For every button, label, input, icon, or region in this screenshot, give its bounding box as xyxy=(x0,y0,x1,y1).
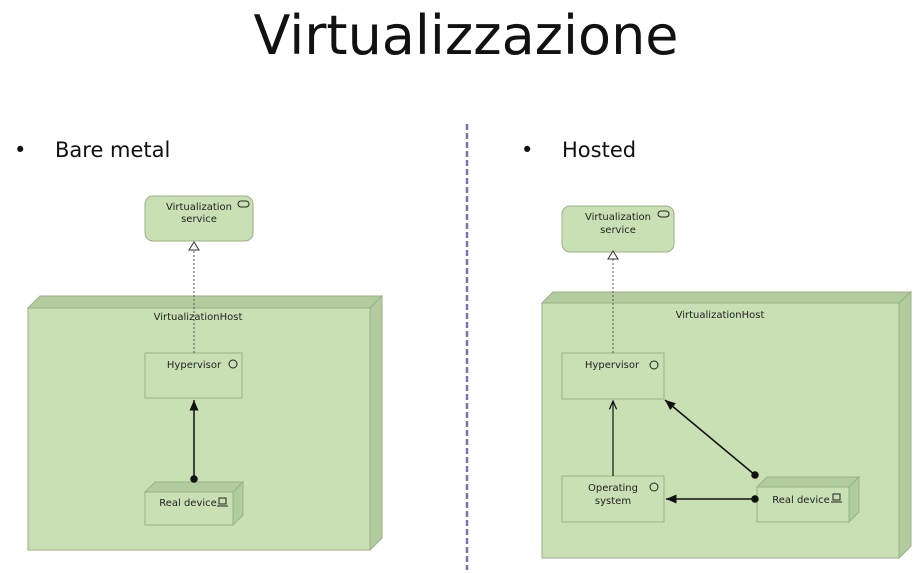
device-label: Real device xyxy=(772,495,830,506)
os-label-line1: Operating xyxy=(588,483,638,494)
device-label: Real device xyxy=(159,498,217,509)
service-label-line1: Virtualization xyxy=(585,212,651,223)
realization-arrowhead xyxy=(607,250,619,260)
bare-metal-diagram: VirtualizationHost Virtualization servic… xyxy=(26,195,384,552)
hypervisor-box: Hypervisor xyxy=(144,352,243,399)
bullet-dot: • xyxy=(14,138,27,162)
realization-arrowhead xyxy=(188,241,200,251)
bullet-label: Hosted xyxy=(562,138,637,162)
device-icon xyxy=(217,497,228,507)
virtualization-service: Virtualization service xyxy=(144,195,254,242)
hypervisor-label: Hypervisor xyxy=(167,360,222,371)
bullet-label: Bare metal xyxy=(55,138,171,162)
service-icon xyxy=(657,210,670,218)
host-label: VirtualizationHost xyxy=(676,310,765,321)
hypervisor-box: Hypervisor xyxy=(561,352,665,400)
service-label-line2: service xyxy=(600,225,636,236)
system-software-icon xyxy=(649,360,659,370)
os-label-line2: system xyxy=(595,496,631,507)
real-device-node: Real device xyxy=(755,475,861,524)
virtualization-service: Virtualization service xyxy=(561,205,675,253)
assignment-arrow-hypervisor xyxy=(664,399,759,479)
service-label-line2: service xyxy=(181,214,217,225)
service-label-line1: Virtualization xyxy=(166,202,232,213)
real-device-node: Real device xyxy=(143,480,245,527)
host-label: VirtualizationHost xyxy=(154,312,243,323)
system-software-icon xyxy=(228,359,238,369)
bullet-dot: • xyxy=(521,138,534,162)
service-icon xyxy=(237,200,250,208)
slide-title: Virtualizzazione xyxy=(253,4,679,67)
operating-system-box: Operating system xyxy=(561,475,665,523)
device-icon xyxy=(831,493,842,503)
hypervisor-label: Hypervisor xyxy=(585,360,640,371)
system-software-icon xyxy=(649,482,659,492)
hosted-diagram: VirtualizationHost Virtualization servic… xyxy=(540,205,913,560)
